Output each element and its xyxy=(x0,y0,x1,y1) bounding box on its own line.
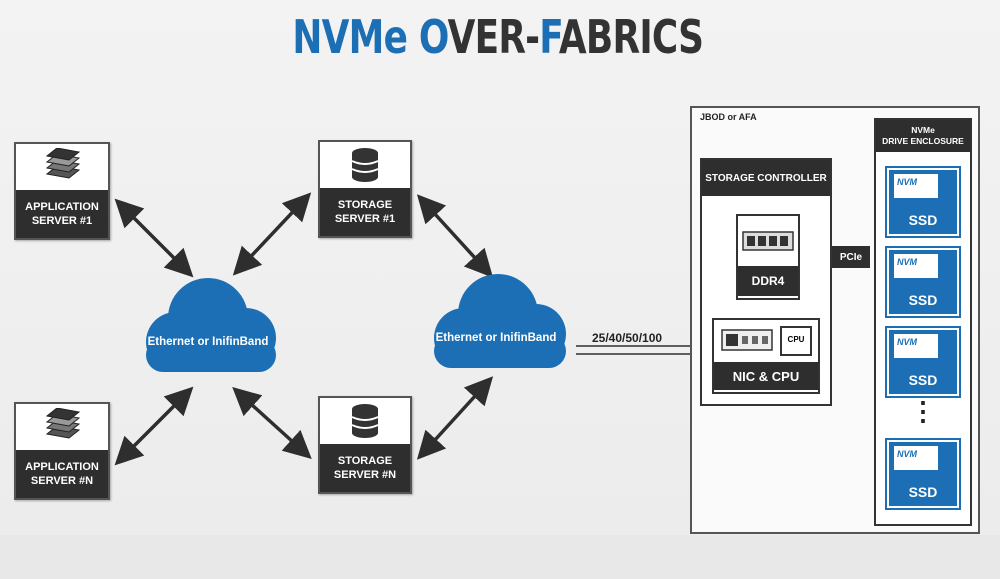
link-speed-label: 25/40/50/100 xyxy=(592,331,663,345)
server-stack-icon xyxy=(16,404,108,450)
storage-controller-label: STORAGE CONTROLLER xyxy=(702,160,830,196)
nic-card-icon xyxy=(721,329,773,351)
nvme-logo-icon: NVM xyxy=(893,173,939,199)
arrow-cloud-storN xyxy=(232,386,312,460)
nic-cpu-label: NIC & CPU xyxy=(714,362,818,390)
cloud-icon xyxy=(146,278,276,372)
drive-enclosure-label: NVMe DRIVE ENCLOSURE xyxy=(876,120,970,152)
network-cloud-left: Ethernet or InifinBand xyxy=(128,272,288,382)
cpu-chip-icon: CPU xyxy=(780,326,812,356)
arrow-storN-cloud xyxy=(416,376,494,460)
pcie-label: PCIe xyxy=(832,246,870,268)
nvme-logo-icon: NVM xyxy=(893,253,939,279)
memory-icon xyxy=(742,231,794,251)
more-ssds-ellipsis: ⋮ xyxy=(910,396,936,426)
bottom-bar xyxy=(0,535,1000,579)
cloud-label: Ethernet or InifinBand xyxy=(435,332,557,344)
page-title: NVMe OVER-FABRICS xyxy=(292,10,704,64)
cloud-label: Ethernet or InifinBand xyxy=(147,336,269,348)
network-cloud-right: Ethernet or InifinBand xyxy=(416,270,576,380)
ddr4-label: DDR4 xyxy=(738,266,798,296)
nvme-logo-icon: NVM xyxy=(893,445,939,471)
arrow-appN-cloud xyxy=(114,386,194,466)
jbod-label: JBOD or AFA xyxy=(700,112,757,122)
arrow-stor1-cloud xyxy=(416,194,494,278)
arrow-cloud-stor1 xyxy=(232,192,312,276)
arrow-app1-cloud xyxy=(114,198,194,278)
database-icon xyxy=(320,398,410,444)
server-stack-icon xyxy=(16,144,108,190)
diagram-canvas: NVMe OVER-FABRICS APP xyxy=(0,0,1000,535)
cloud-icon xyxy=(434,274,566,368)
nvme-logo-icon: NVM xyxy=(893,333,939,359)
database-icon xyxy=(320,142,410,188)
